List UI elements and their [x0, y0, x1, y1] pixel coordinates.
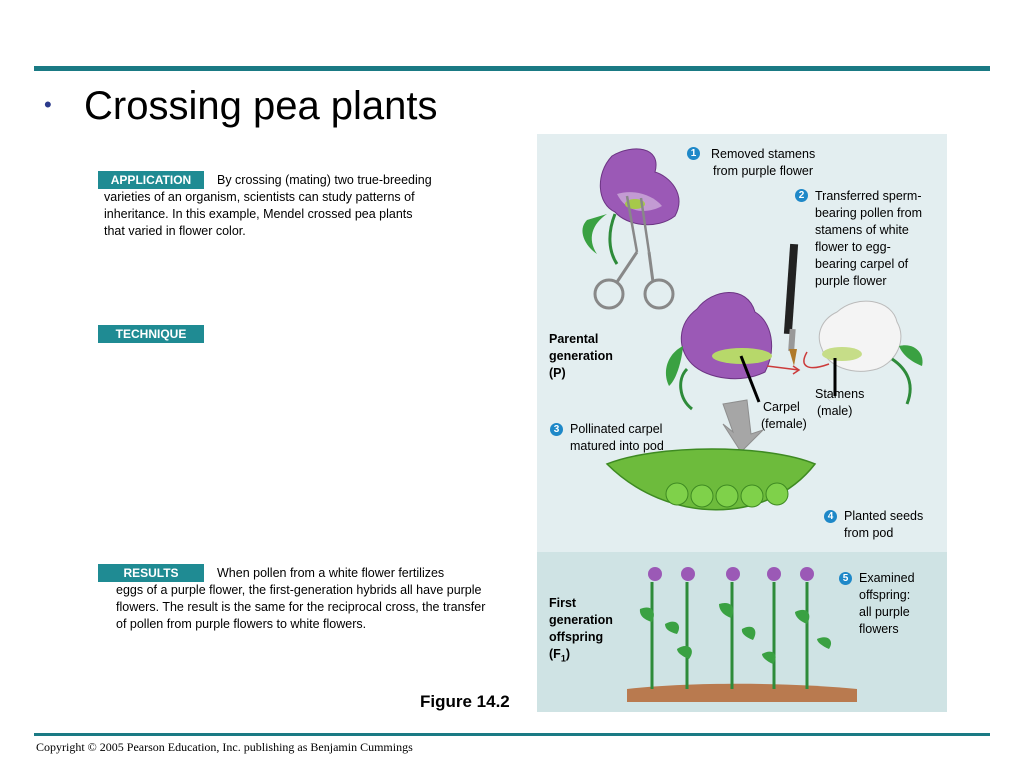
step-5-line-3: all purple: [859, 604, 910, 621]
stamens-label-line-1: Stamens: [815, 386, 864, 403]
f1-label-line-2: generation: [549, 612, 613, 629]
step-5-line-1: Examined: [859, 570, 915, 587]
step-2-line-5: bearing carpel of: [815, 256, 908, 273]
step-5-badge: 5: [839, 572, 852, 585]
step-5-line-4: flowers: [859, 621, 899, 638]
offspring-plants: [627, 567, 857, 702]
pea-pod: [607, 449, 815, 510]
results-line-1: When pollen from a white flower fertiliz…: [217, 565, 444, 582]
step-3-badge: 3: [550, 423, 563, 436]
top-rule: [34, 66, 990, 71]
parental-label-line-3: (P): [549, 365, 566, 382]
f1-label-line-3: offspring: [549, 629, 603, 646]
step-2-line-2: bearing pollen from: [815, 205, 922, 222]
step-5-line-2: offspring:: [859, 587, 910, 604]
purple-flower-with-scissors: [582, 149, 678, 308]
f1-label-line-1: First: [549, 595, 576, 612]
step-4-line-2: from pod: [844, 525, 893, 542]
purple-flower-cross: [666, 292, 799, 409]
bottom-rule: [34, 733, 990, 736]
f1-close: ): [566, 647, 570, 661]
technique-label: TECHNIQUE: [98, 325, 204, 343]
results-line-2: eggs of a purple flower, the first-gener…: [116, 582, 482, 599]
step-2-line-1: Transferred sperm-: [815, 188, 922, 205]
step-2-line-4: flower to egg-: [815, 239, 891, 256]
results-line-3: flowers. The result is the same for the …: [116, 599, 485, 616]
title-bullet: •: [44, 92, 52, 118]
application-line-1: By crossing (mating) two true-breeding: [217, 172, 432, 189]
results-line-4: of pollen from purple flowers to white f…: [116, 616, 366, 633]
parental-label-line-1: Parental: [549, 331, 598, 348]
slide-title: Crossing pea plants: [84, 84, 438, 129]
carpel-label-line-1: Carpel: [763, 399, 800, 416]
step-1-line-1: Removed stamens: [711, 146, 815, 163]
step-2-badge: 2: [795, 189, 808, 202]
step-3-line-2: matured into pod: [570, 438, 664, 455]
step-2-line-6: purple flower: [815, 273, 887, 290]
step-4-line-1: Planted seeds: [844, 508, 923, 525]
figure-caption: Figure 14.2: [420, 692, 510, 712]
step-2-line-3: stamens of white: [815, 222, 909, 239]
step-3-line-1: Pollinated carpel: [570, 421, 662, 438]
f1-symbol: (F: [549, 647, 561, 661]
paintbrush: [784, 244, 798, 366]
figure-panel: 1 Removed stamens from purple flower 2 T…: [537, 134, 947, 712]
application-label: APPLICATION: [98, 171, 204, 189]
step-1-line-2: from purple flower: [713, 163, 813, 180]
copyright-text: Copyright © 2005 Pearson Education, Inc.…: [36, 740, 413, 755]
results-label: RESULTS: [98, 564, 204, 582]
parental-label-line-2: generation: [549, 348, 613, 365]
carpel-label-line-2: (female): [761, 416, 807, 433]
stamens-label-line-2: (male): [817, 403, 852, 420]
step-4-badge: 4: [824, 510, 837, 523]
application-line-2: varieties of an organism, scientists can…: [104, 189, 415, 206]
f1-label-line-4: (F1): [549, 646, 570, 668]
step-1-badge: 1: [687, 147, 700, 160]
application-line-3: inheritance. In this example, Mendel cro…: [104, 206, 413, 223]
application-line-4: that varied in flower color.: [104, 223, 246, 240]
